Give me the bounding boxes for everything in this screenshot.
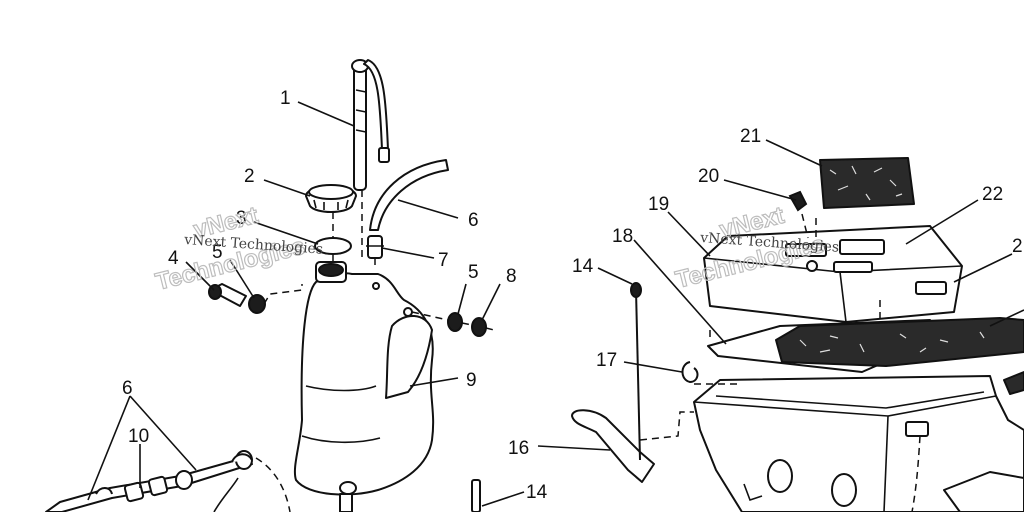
part-6-vent-hose	[369, 159, 449, 231]
part-19-air-box-lid	[703, 213, 963, 323]
callout-19: 19	[648, 194, 669, 215]
fuel-tank-assembly	[45, 59, 495, 512]
part-5-washer-right	[447, 312, 463, 332]
part-16-bracket	[571, 409, 655, 483]
leader-lines	[87, 101, 1024, 507]
part-21-foam-element	[819, 157, 915, 209]
fuel-outlet-fitting	[339, 481, 357, 512]
callout-14-upper: 14	[572, 256, 594, 277]
part-10-fuel-line	[45, 450, 291, 512]
callout-3: 3	[236, 208, 247, 229]
callout-21: 21	[740, 126, 761, 147]
callout-16: 16	[508, 438, 529, 459]
callout-7: 7	[438, 250, 449, 271]
callout-1: 1	[280, 88, 291, 109]
part-4-bolt	[208, 283, 247, 307]
callout-5-left: 5	[212, 242, 223, 263]
part-1-fuel-gauge	[351, 59, 390, 191]
part-7-vent-fitting	[366, 235, 384, 259]
part-14-bolt-lower	[471, 479, 481, 512]
part-14-long-bolt	[630, 282, 642, 461]
part-2-fuel-cap	[305, 184, 357, 213]
callout-6-upper: 6	[468, 210, 479, 231]
part-8-nut	[471, 317, 487, 337]
callout-8: 8	[506, 266, 517, 287]
part-5-washer-left	[248, 294, 266, 314]
part-17-hook	[681, 361, 699, 383]
callout-17: 17	[596, 350, 617, 371]
callout-14-lower: 14	[526, 482, 548, 503]
callout-9: 9	[466, 370, 477, 391]
callout-22: 22	[982, 184, 1003, 205]
part-23-air-filter	[775, 317, 1024, 367]
part-9-fuel-tank	[293, 261, 435, 496]
callout-10: 10	[128, 426, 149, 447]
callout-6-lower: 6	[122, 378, 133, 399]
callout-4: 4	[168, 248, 179, 269]
callout-labels: 1 2 3 4 5 6 7 5 8 9 6 10 14 14 16 17 18 …	[122, 88, 1023, 503]
callout-23-partial: 2	[1012, 236, 1023, 257]
air-box-assembly	[571, 157, 1024, 512]
callout-2: 2	[244, 166, 255, 187]
air-box-body	[693, 371, 1024, 512]
callout-5-right: 5	[468, 262, 479, 283]
callout-18: 18	[612, 226, 633, 247]
part-20-clip	[788, 190, 808, 212]
callout-20: 20	[698, 166, 719, 187]
